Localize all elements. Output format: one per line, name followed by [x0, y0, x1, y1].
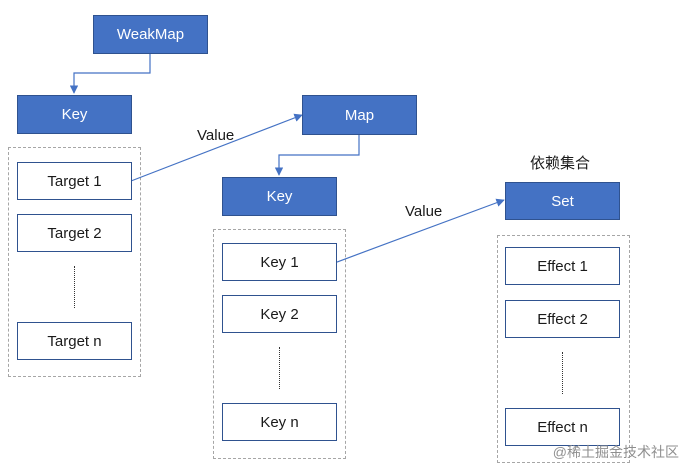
map-key-node: Key	[222, 177, 337, 216]
target1-to-map-arrow	[130, 113, 303, 182]
keys-ellipsis	[279, 347, 280, 389]
key-1-node: Key 1	[222, 243, 337, 281]
weakmap-to-key-arrow	[69, 54, 151, 94]
target-1-node: Target 1	[17, 162, 132, 200]
set-node: Set	[505, 182, 620, 220]
weakmap-node: WeakMap	[93, 15, 208, 54]
effects-group	[497, 235, 630, 463]
dependency-set-caption: 依赖集合	[530, 155, 591, 172]
weakmap-key-node: Key	[17, 95, 132, 134]
target-2-node: Target 2	[17, 214, 132, 252]
key-n-node: Key n	[222, 403, 337, 441]
target-n-node: Target n	[17, 322, 132, 360]
targets-group	[8, 147, 141, 377]
watermark: @稀土掘金技术社区	[552, 444, 679, 460]
keys-group	[213, 229, 346, 459]
map-node: Map	[302, 95, 417, 135]
effect-2-node: Effect 2	[505, 300, 620, 338]
effects-ellipsis	[562, 352, 563, 394]
targets-ellipsis	[74, 266, 75, 308]
value-label-2: Value	[405, 203, 443, 220]
value-label-1: Value	[197, 127, 235, 144]
effect-n-node: Effect n	[505, 408, 620, 446]
effect-1-node: Effect 1	[505, 247, 620, 285]
map-to-key-arrow	[274, 135, 360, 176]
key-2-node: Key 2	[222, 295, 337, 333]
